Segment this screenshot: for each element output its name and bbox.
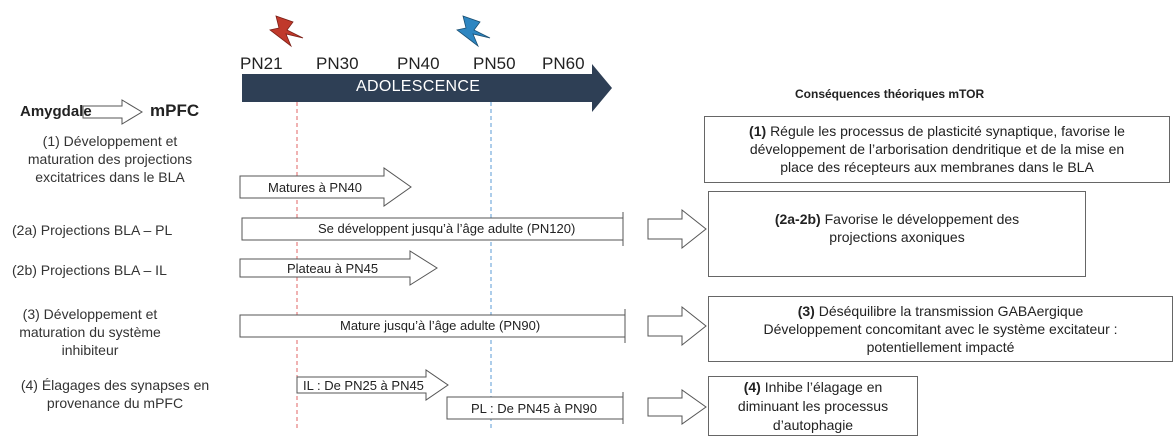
- row2a-label: (2a) Projections BLA – PL: [12, 222, 173, 238]
- blue-lightning-icon: [456, 15, 491, 48]
- row3-arrow-text: Mature jusqu’à l’âge adulte (PN90): [340, 318, 541, 333]
- row2a-consequence-arrow: [647, 208, 707, 250]
- adolescence-band: [242, 64, 612, 112]
- tick-pn30: PN30: [316, 54, 359, 73]
- row4a-arrow: [296, 369, 449, 401]
- row1-arrow: [239, 167, 412, 207]
- tick-pn50: PN50: [473, 54, 516, 73]
- row1-arrow-text: Matures à PN40: [268, 180, 362, 195]
- row2a-arrow-text: Se développent jusqu’à l’âge adulte (PN1…: [318, 221, 576, 236]
- red-lightning-icon: [269, 15, 304, 48]
- amygdala-to-mpfc-arrow: [82, 99, 143, 125]
- row4b-arrow-text: PL : De PN45 à PN90: [471, 401, 597, 416]
- consequence-box-4: (4) Inhibe l’élagage en diminuant les pr…: [708, 376, 918, 436]
- row2b-label: (2b) Projections BLA – IL: [12, 262, 167, 278]
- tick-pn21: PN21: [240, 54, 283, 73]
- row3-consequence-arrow: [647, 305, 707, 347]
- row2b-arrow-text: Plateau à PN45: [287, 261, 379, 276]
- tick-pn60: PN60: [542, 54, 585, 73]
- row4-consequence-arrow: [647, 389, 707, 425]
- consequence-box-1: (1) Régule les processus de plasticité s…: [704, 116, 1170, 183]
- consequence-box-2: (2a-2b) Favorise le développement des pr…: [708, 191, 1086, 277]
- row2b-arrow: [239, 250, 438, 286]
- amygdala-label: Amygdale: [20, 103, 92, 120]
- consequence-box-3: (3) Déséquilibre la transmission GABAerg…: [708, 296, 1173, 362]
- mpfc-label: mPFC: [150, 101, 200, 120]
- row4a-arrow-text: IL : De PN25 à PN45: [303, 378, 424, 393]
- consequences-title: Conséquences théoriques mTOR: [795, 87, 985, 101]
- tick-pn40: PN40: [397, 54, 440, 73]
- adolescence-label: ADOLESCENCE: [356, 78, 481, 95]
